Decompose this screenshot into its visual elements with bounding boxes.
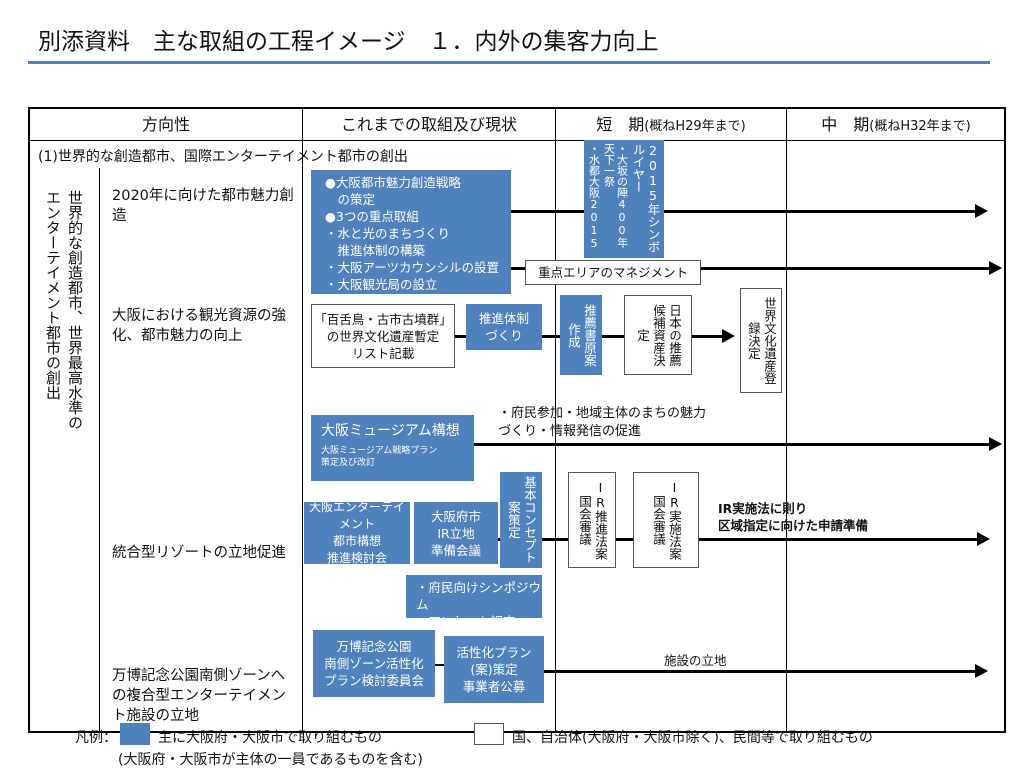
box-ir-study-group: 大阪エンターテイメント 都市構想 推進検討会 <box>304 500 410 565</box>
page-title: 別添資料 主な取組の工程イメージ １．内外の集客力向上 <box>38 29 659 55</box>
legend-white-text: 国、自治体(大阪府・大阪市除く)、民間等で取り組むもの <box>512 730 873 746</box>
title-rule <box>28 61 990 64</box>
museum-note: ・府民参加・地域主体のまちの魅力 づくり・情報発信の促進 <box>498 405 706 441</box>
side-label: 世界的な創造都市、世界最高水準のエンターテイメント都市の創出 <box>44 190 84 430</box>
schedule-table-frame <box>28 107 1006 733</box>
header-direction: 方向性 <box>141 115 190 134</box>
osaka-strategy-line: ●3つの重点取組 <box>325 209 419 224</box>
ir-study-line: 都市構想 <box>332 534 381 548</box>
mozu-line: リスト記載 <box>351 345 415 361</box>
column-divider-current <box>302 107 303 733</box>
basic-concept-text: 基本コンセプト案策定 <box>506 476 537 564</box>
box-japan-candidate: 日本の推薦候補資産決定 <box>624 295 692 375</box>
column-divider-short <box>555 107 556 733</box>
box-world-heritage: 世界文化遺産登録決定 <box>740 288 782 393</box>
ir-implementation-bill-text: IR実施法案国会審議 <box>651 480 682 560</box>
osaka-strategy-line: の策定 <box>325 192 376 207</box>
facility-label: 施設の立地 <box>664 653 727 668</box>
promotion-system-line: づくり <box>485 328 523 343</box>
mozu-line: の世界文化遺産暫定 <box>326 328 440 344</box>
box-symbol-year: 2015年シンボルイヤー ・大坂の陣400年天下一祭 ・水都大阪2015 <box>584 140 664 258</box>
ir-study-line: 推進検討会 <box>326 551 387 565</box>
arrow-museum <box>474 437 1002 451</box>
museum-sub-line: 策定及び改訂 <box>321 458 376 468</box>
row-label-divider <box>99 168 100 733</box>
legend-blue-text: 主に大阪府・大阪市で取り組むもの <box>158 730 382 746</box>
box-expo-committee: 万博記念公園 南側ゾーン活性化 プラン検討委員会 <box>313 630 435 697</box>
column-divider-mid <box>786 107 787 733</box>
symbol-year-title: 2015年シンボルイヤー <box>630 143 661 253</box>
header-short-term: 短 期(概ねH29年まで) <box>556 113 786 137</box>
legend-blue-swatch <box>120 723 150 745</box>
expo-committee-line: 南側ゾーン活性化 <box>324 656 424 671</box>
expo-connector <box>435 664 444 666</box>
arrow-2020 <box>511 204 988 218</box>
header-mid-term-note: (概ねH32年まで) <box>869 119 971 134</box>
legend-prefix: 凡例： <box>75 730 117 746</box>
box-draft-recommendation: 推薦書原案作成 <box>560 295 602 375</box>
box-basic-concept: 基本コンセプト案策定 <box>500 472 542 568</box>
osaka-strategy-line: ●大阪都市魅力創造戦略 <box>325 175 461 190</box>
osaka-strategy-line: ・大阪観光局の設立 <box>325 277 438 292</box>
world-heritage-text: 世界文化遺産登録決定 <box>746 296 777 385</box>
header-mid-term: 中 期(概ねH32年まで) <box>787 113 1005 137</box>
header-divider <box>28 140 1006 141</box>
header-mid-term-label: 中 期 <box>821 115 870 134</box>
ir-study-line: 大阪エンターテイメント <box>308 500 405 531</box>
row-label-tourism: 大阪における観光資源の強化、都市魅力の向上 <box>112 308 286 344</box>
museum-note-line: づくり・情報発信の促進 <box>498 424 642 439</box>
ir-note-line: IR実施法に則り <box>718 501 808 516</box>
osaka-strategy-line: 推進体制の構築 <box>325 243 426 258</box>
legend-blue-note: (大阪府・大阪市が主体の一員であるものを含む) <box>118 752 423 768</box>
box-osaka-strategy: ●大阪都市魅力創造戦略 の策定 ●3つの重点取組 ・水と光のまちづくり 推進体制… <box>311 170 511 294</box>
header-short-term-note: (概ねH29年まで) <box>644 119 746 134</box>
osaka-strategy-line: ・大阪アーツカウンシルの設置 <box>325 260 500 275</box>
header-current: これまでの取組及び現状 <box>340 115 517 134</box>
museum-title: 大阪ミュージアム構想 <box>321 423 460 439</box>
box-ir-prep-council: 大阪府市 IR立地 準備会議 <box>414 502 498 564</box>
museum-sub-line: 大阪ミュージアム戦略プラン <box>321 446 438 456</box>
header-short-term-label: 短 期 <box>596 115 645 134</box>
box-museum: 大阪ミュージアム構想 大阪ミュージアム戦略プラン 策定及び改訂 <box>311 415 474 481</box>
activation-plan-line: 事業者公募 <box>462 679 526 694</box>
arrow-ir <box>498 532 990 546</box>
box-mozu-kofun: 「百舌鳥・古市古墳群」 の世界文化遺産暫定 リスト記載 <box>311 304 455 368</box>
row-label-expo: 万博記念公園南側ゾーンへの複合型エンターテイメント施設の立地 <box>112 668 286 724</box>
museum-note-line: ・府民参加・地域主体のまちの魅力 <box>498 406 707 421</box>
expo-committee-line: 万博記念公園 <box>336 639 412 654</box>
draft-recommendation-text: 推薦書原案作成 <box>566 303 597 367</box>
arrow-area-management <box>511 261 1002 275</box>
ir-prep-line: IR立地 <box>437 525 475 541</box>
row-label-2020: 2020年に向けた都市魅力創造 <box>112 188 294 224</box>
legend-white-swatch <box>474 723 504 745</box>
promotion-system-line: 推進体制 <box>478 311 529 326</box>
ir-note: IR実施法に則り 区域指定に向けた申請準備 <box>718 500 868 534</box>
ir-prep-line: 大阪府市 <box>430 508 481 524</box>
box-activation-plan: 活性化プラン (案)策定 事業者公募 <box>444 636 544 703</box>
symbol-year-suito: ・水都大阪2015 <box>587 143 601 250</box>
symposium-line: ・アンケート調査 <box>416 614 516 629</box>
row-label-ir: 統合型リゾートの立地促進 <box>112 545 286 561</box>
ir-promotion-bill-text: IR推進法案国会審議 <box>577 480 608 560</box>
box-area-management: 重点エリアのマネジメント <box>525 260 701 285</box>
ir-note-line: 区域指定に向けた申請準備 <box>718 518 869 533</box>
mozu-line: 「百舌鳥・古市古墳群」 <box>314 311 452 327</box>
symposium-line: ・府民向けシンポジウム <box>416 580 542 612</box>
box-ir-promotion-bill: IR推進法案国会審議 <box>568 472 616 568</box>
section-heading: (1)世界的な創造都市、国際エンターテイメント都市の創出 <box>38 149 408 165</box>
activation-plan-line: 活性化プラン <box>456 645 532 660</box>
box-promotion-system: 推進体制 づくり <box>466 304 542 350</box>
box-symposium: ・府民向けシンポジウム ・アンケート調査 <box>406 575 542 629</box>
box-ir-implementation-bill: IR実施法案国会審議 <box>633 472 699 568</box>
activation-plan-line: (案)策定 <box>470 662 518 677</box>
arrow-expo <box>544 664 988 678</box>
expo-committee-line: プラン検討委員会 <box>323 673 424 688</box>
ir-prep-line: 準備会議 <box>430 542 481 558</box>
osaka-strategy-line: ・水と光のまちづくり <box>325 226 451 241</box>
japan-candidate-text: 日本の推薦候補資産決定 <box>635 303 682 367</box>
symbol-year-event: ・大坂の陣400年天下一祭 <box>602 143 629 248</box>
